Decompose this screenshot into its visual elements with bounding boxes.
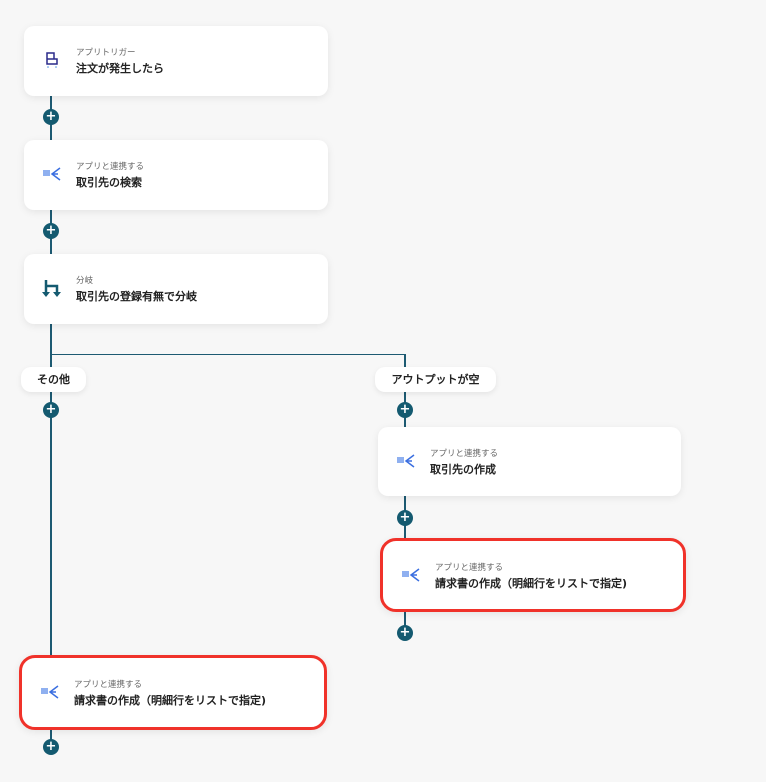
add-step-button[interactable]: + [397, 625, 413, 641]
app-link-icon [397, 454, 415, 468]
app-link-icon [43, 167, 61, 181]
app-link-icon [41, 685, 59, 699]
add-step-button[interactable]: + [397, 510, 413, 526]
branch-label-empty-output[interactable]: アウトプットが空 [375, 367, 496, 392]
step-title: 取引先の作成 [430, 463, 496, 476]
step-card-create-client[interactable]: アプリと連携する 取引先の作成 [378, 427, 681, 496]
step-type: アプリと連携する [430, 449, 499, 459]
step-type: アプリと連携する [74, 680, 143, 690]
step-title: 請求書の作成（明細行をリストで指定) [74, 694, 267, 707]
step-title: 取引先の登録有無で分岐 [76, 290, 197, 303]
step-title: 請求書の作成（明細行をリストで指定) [435, 577, 628, 590]
cart-icon [46, 52, 58, 68]
step-card-trigger[interactable]: アプリトリガー 注文が発生したら [24, 26, 328, 96]
add-step-button[interactable]: + [43, 109, 59, 125]
step-title: 取引先の検索 [76, 176, 142, 189]
step-card-create-invoice[interactable]: アプリと連携する 請求書の作成（明細行をリストで指定) [19, 655, 327, 730]
step-type: アプリと連携する [435, 563, 504, 573]
step-type: 分岐 [76, 276, 94, 286]
app-link-icon [402, 568, 420, 582]
connector [50, 324, 52, 655]
step-type: アプリと連携する [76, 162, 145, 172]
add-step-button[interactable]: + [43, 739, 59, 755]
step-card-create-invoice[interactable]: アプリと連携する 請求書の作成（明細行をリストで指定) [380, 538, 686, 612]
step-card-search[interactable]: アプリと連携する 取引先の検索 [24, 140, 328, 210]
connector [50, 354, 406, 355]
step-title: 注文が発生したら [76, 62, 164, 75]
step-card-branch[interactable]: 分岐 取引先の登録有無で分岐 [24, 254, 328, 324]
branch-label-other[interactable]: その他 [21, 367, 86, 392]
step-type: アプリトリガー [76, 48, 136, 58]
add-step-button[interactable]: + [43, 223, 59, 239]
add-step-button[interactable]: + [397, 402, 413, 418]
add-step-button[interactable]: + [43, 402, 59, 418]
branch-icon [42, 280, 61, 297]
